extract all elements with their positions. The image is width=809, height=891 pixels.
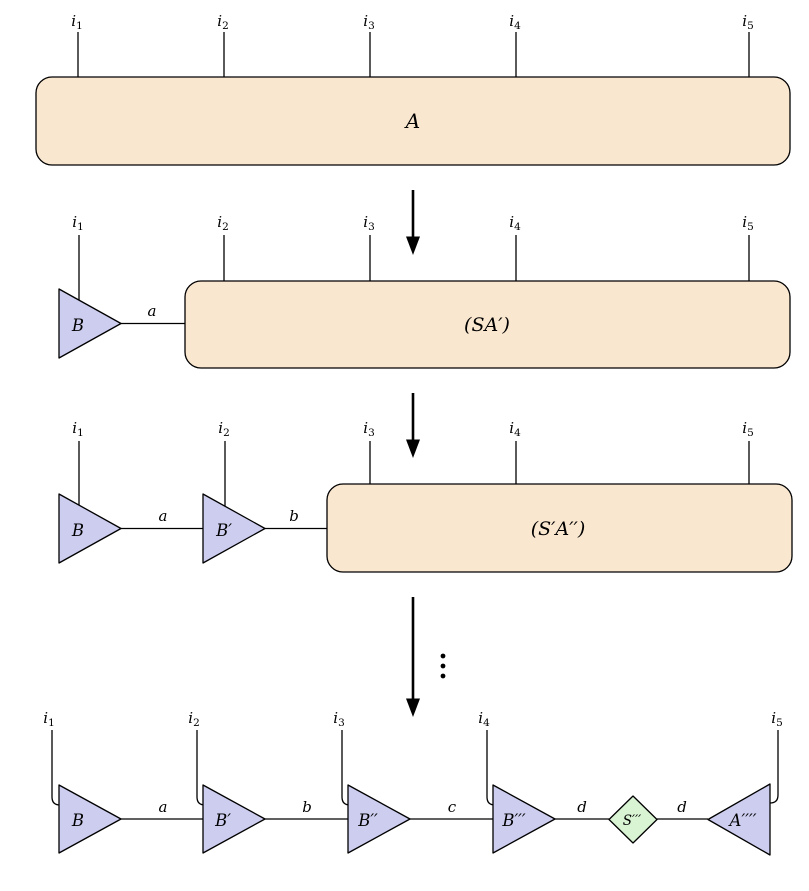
index-label-i1: i1 <box>71 12 83 32</box>
triangle-B-prime-label: B′ <box>215 521 232 540</box>
tensor-SA-prime <box>184 280 791 369</box>
index-label-i3: i3 <box>363 419 375 439</box>
step-1: i1 i2 i3 i4 i5 A <box>35 12 791 166</box>
triangle-B-prime-label: B′ <box>214 811 231 830</box>
index-label-i3: i3 <box>363 213 375 233</box>
arrow-2 <box>406 393 420 458</box>
index-label-i4: i4 <box>509 12 521 32</box>
triangle-B-tprime-label: B′′′ <box>501 811 526 830</box>
tensor-A <box>35 76 791 166</box>
tensor-SA-prime-label: (SA′) <box>464 314 510 336</box>
bond-d-right-label: d <box>677 798 687 816</box>
tensor-S-prime-A-dprime <box>326 483 793 573</box>
index-label-i3: i3 <box>363 12 375 32</box>
index-label-i5: i5 <box>742 419 754 439</box>
step-4: i1 i2 i3 i4 i5 a b c d d B B′ B′′ B′′′ S… <box>43 709 783 856</box>
triangle-B-label: B <box>71 521 84 540</box>
bond-b-label: b <box>302 798 312 816</box>
arrow-1 <box>406 190 420 255</box>
index-label-i4: i4 <box>478 709 490 729</box>
diamond-S-tprime-label: S′′′ <box>623 813 641 829</box>
step-2: i1 i2 i3 i4 i5 a B (SA′) <box>58 213 791 369</box>
index-label-i5: i5 <box>742 12 754 32</box>
index-label-i3: i3 <box>333 709 345 729</box>
bond-a-label: a <box>159 507 168 525</box>
isometry-triangle-B-prime <box>202 493 266 564</box>
vertical-ellipsis <box>440 653 446 679</box>
tensor-A-label: A <box>404 109 420 133</box>
index-label-i1: i1 <box>72 419 84 439</box>
index-label-i5: i5 <box>771 709 783 729</box>
bond-a-label: a <box>148 302 157 320</box>
arrow-3-head <box>406 698 420 717</box>
isometry-triangle-B <box>58 493 122 564</box>
isometry-triangle-B-dprime <box>347 784 411 854</box>
index-label-i4: i4 <box>509 419 521 439</box>
isometry-triangle-B-prime <box>202 784 266 854</box>
arrow-2-head <box>406 439 420 458</box>
step-3: i1 i2 i3 i4 i5 a b B B′ (S′A′′) <box>58 419 793 573</box>
isometry-triangle-B <box>58 784 122 854</box>
arrow-1-head <box>406 236 420 255</box>
singular-values-diamond-S-tprime <box>608 795 658 844</box>
index-label-i4: i4 <box>509 213 521 233</box>
index-label-i2: i2 <box>188 709 200 729</box>
index-label-i2: i2 <box>217 213 229 233</box>
index-leg-i5-hook <box>769 730 779 804</box>
triangle-B-dprime-label: B′′ <box>357 811 378 830</box>
triangle-B-label: B <box>71 316 84 335</box>
isometry-triangle-B <box>58 288 122 359</box>
ellipsis-dot <box>440 653 446 659</box>
index-label-i1: i1 <box>43 709 55 729</box>
tensor-triangle-A-qprime <box>707 783 771 856</box>
arrow-3 <box>406 597 446 717</box>
tensor-S-prime-A-dprime-label: (S′A′′) <box>531 518 586 540</box>
index-label-i5: i5 <box>742 213 754 233</box>
triangle-A-qprime-label: A′′′′ <box>728 811 757 830</box>
ellipsis-dot <box>440 673 446 679</box>
bond-a-label: a <box>159 798 168 816</box>
bond-c-label: c <box>448 798 457 816</box>
index-label-i1: i1 <box>72 213 84 233</box>
index-label-i2: i2 <box>218 419 230 439</box>
bond-b-label: b <box>289 507 299 525</box>
triangle-B-label: B <box>71 811 84 830</box>
ellipsis-dot <box>440 663 446 669</box>
index-label-i2: i2 <box>217 12 229 32</box>
bond-d-left-label: d <box>577 798 587 816</box>
isometry-triangle-B-tprime <box>492 784 556 854</box>
